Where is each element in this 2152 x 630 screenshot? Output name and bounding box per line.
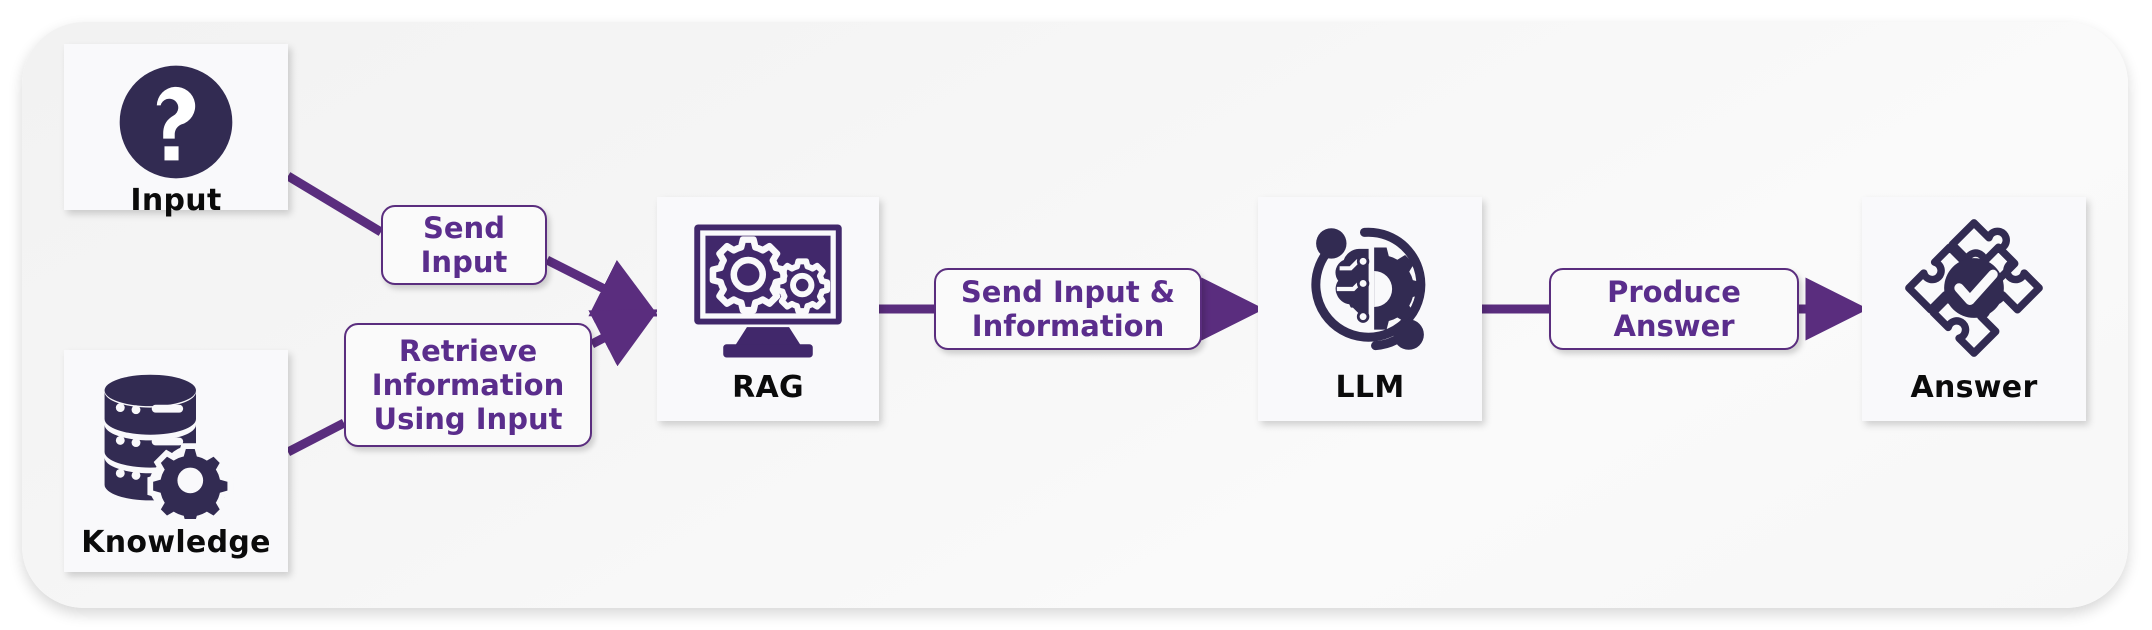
node-input-caption: Input [130,183,222,218]
edge-label-retrieve-information-using-input[interactable]: Retrieve Information Using Input [344,323,592,447]
puzzle-check-icon [1862,197,2086,373]
monitor-gears-icon [657,197,879,373]
node-knowledge-caption: Knowledge [81,525,271,560]
database-cloud-gear-icon [64,350,288,528]
edge-label-send-input[interactable]: Send Input [381,205,547,285]
node-rag[interactable]: RAG [657,197,879,421]
node-answer-caption: Answer [1910,370,2038,405]
edge-label-send-input-and-information[interactable]: Send Input & Information [934,268,1202,350]
node-knowledge[interactable]: Knowledge [64,350,288,572]
node-llm-caption: LLM [1335,370,1405,405]
node-answer[interactable]: Answer [1862,197,2086,421]
question-mark-circle-icon [64,44,288,186]
brain-circuit-gear-orbit-icon [1258,197,1482,373]
node-input[interactable]: Input [64,44,288,216]
edge-label-produce-answer[interactable]: Produce Answer [1549,268,1799,350]
node-llm[interactable]: LLM [1258,197,1482,421]
node-rag-caption: RAG [732,370,804,405]
